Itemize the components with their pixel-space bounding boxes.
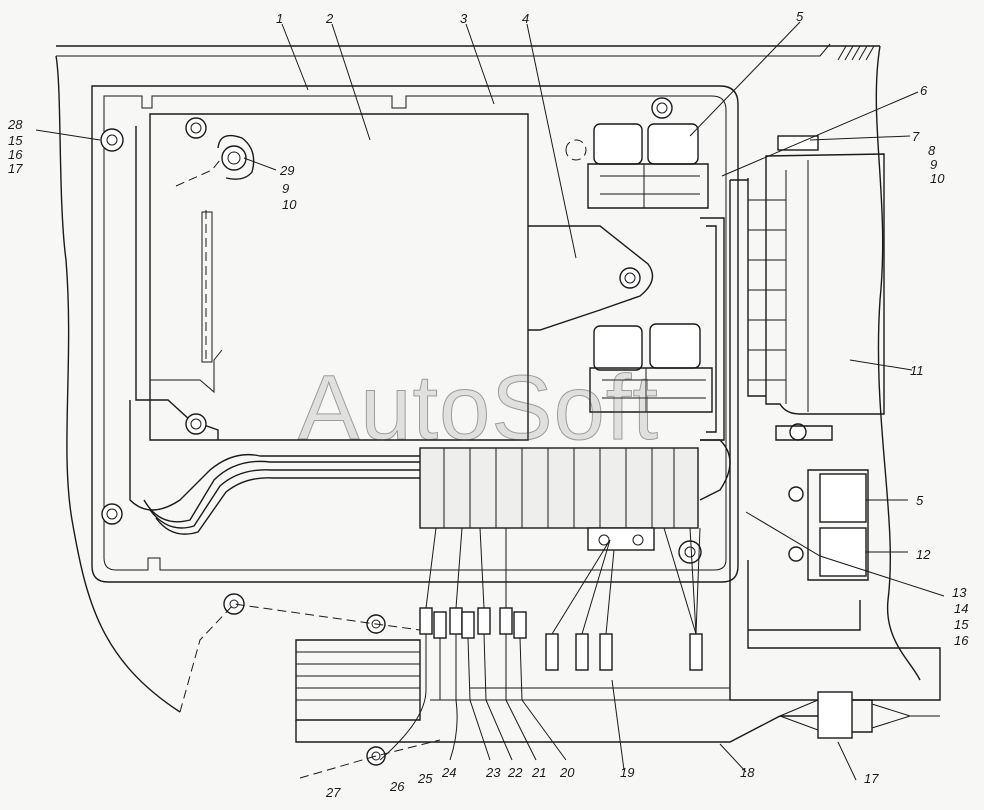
callout-5-top: 5 <box>796 9 804 24</box>
callout-7: 7 <box>912 129 920 144</box>
callout-15-left: 15 <box>8 133 23 148</box>
body-panel <box>55 43 921 713</box>
callout-16-right: 16 <box>954 633 969 648</box>
callout-24: 24 <box>442 765 457 780</box>
controller-unit <box>129 113 529 511</box>
callout-3: 3 <box>460 11 468 26</box>
callout-22: 22 <box>508 765 523 780</box>
terminal-block <box>419 447 699 551</box>
callout-16-left: 16 <box>8 147 23 162</box>
relay-pair-top <box>565 123 709 209</box>
callout-29: 29 <box>280 163 295 178</box>
fuse-block <box>747 135 885 441</box>
callout-21: 21 <box>532 765 547 780</box>
watermark: AutoSoft <box>298 357 659 460</box>
callout-11: 11 <box>910 363 924 378</box>
callout-10-left: 10 <box>282 197 297 212</box>
wire-harness <box>143 179 941 779</box>
mounting-plate <box>91 85 739 583</box>
callout-20: 20 <box>560 765 575 780</box>
leader-lines <box>35 21 945 781</box>
harness-connector <box>779 691 940 739</box>
callout-17-bottom: 17 <box>864 771 879 786</box>
callout-10-right: 10 <box>930 171 945 186</box>
mounting-bracket <box>528 225 654 331</box>
callout-9-left: 9 <box>282 181 290 196</box>
relay-pair-middle <box>589 323 713 413</box>
callout-18: 18 <box>740 765 755 780</box>
relay-pair-right <box>788 469 869 581</box>
callout-15-right: 15 <box>954 617 969 632</box>
callout-27: 27 <box>326 785 341 800</box>
callout-9-right: 9 <box>930 157 938 172</box>
callout-13: 13 <box>952 585 967 600</box>
callout-17-left: 17 <box>8 161 23 176</box>
callout-23: 23 <box>486 765 501 780</box>
callout-5-right: 5 <box>916 493 924 508</box>
callout-28: 28 <box>8 117 23 132</box>
callout-14: 14 <box>954 601 969 616</box>
callout-8: 8 <box>928 143 936 158</box>
callout-2: 2 <box>326 11 334 26</box>
callout-12: 12 <box>916 547 931 562</box>
callout-6: 6 <box>920 83 928 98</box>
callout-25: 25 <box>418 771 433 786</box>
callout-19: 19 <box>620 765 635 780</box>
callout-4: 4 <box>522 11 530 26</box>
callout-26: 26 <box>390 779 405 794</box>
wire-lugs <box>379 527 703 761</box>
callout-1: 1 <box>276 11 284 26</box>
